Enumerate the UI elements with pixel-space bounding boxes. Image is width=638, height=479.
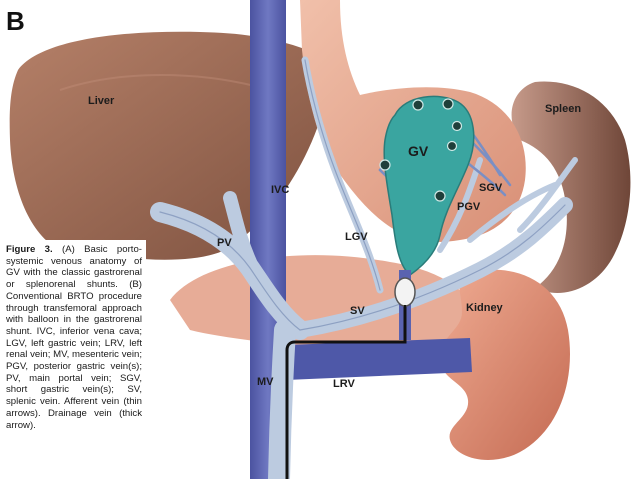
mesenteric-vein bbox=[268, 319, 296, 479]
catheter bbox=[285, 305, 407, 479]
varix-markers bbox=[379, 98, 463, 202]
label-liver: Liver bbox=[88, 95, 115, 107]
label-lgv: LGV bbox=[345, 231, 368, 243]
portal-vein-branch bbox=[223, 191, 257, 269]
label-pgv: PGV bbox=[457, 201, 481, 213]
balloon bbox=[394, 277, 416, 307]
spleen bbox=[511, 81, 631, 293]
label-kidney: Kidney bbox=[466, 302, 503, 314]
label-ivc: IVC bbox=[271, 184, 290, 196]
liver bbox=[9, 31, 331, 260]
caption-text: (A) Basic porto-systemic venous anatomy … bbox=[6, 244, 142, 431]
label-sgv: SGV bbox=[479, 182, 503, 194]
panel-letter: B bbox=[6, 6, 25, 36]
label-spleen: Spleen bbox=[545, 103, 582, 115]
left-renal-vein bbox=[286, 338, 472, 380]
label-mv: MV bbox=[257, 376, 274, 388]
label-lrv: LRV bbox=[333, 378, 355, 390]
caption-title: Figure 3. bbox=[6, 244, 53, 255]
label-gv: GV bbox=[408, 143, 429, 159]
label-pv: PV bbox=[217, 237, 232, 249]
figure-caption: Figure 3. (A) Basic porto-systemic venou… bbox=[0, 240, 146, 479]
short-gastric-vein-2 bbox=[467, 182, 558, 243]
short-gastric-vein-1 bbox=[517, 157, 578, 233]
label-sv: SV bbox=[350, 305, 365, 317]
kidney bbox=[440, 269, 570, 461]
